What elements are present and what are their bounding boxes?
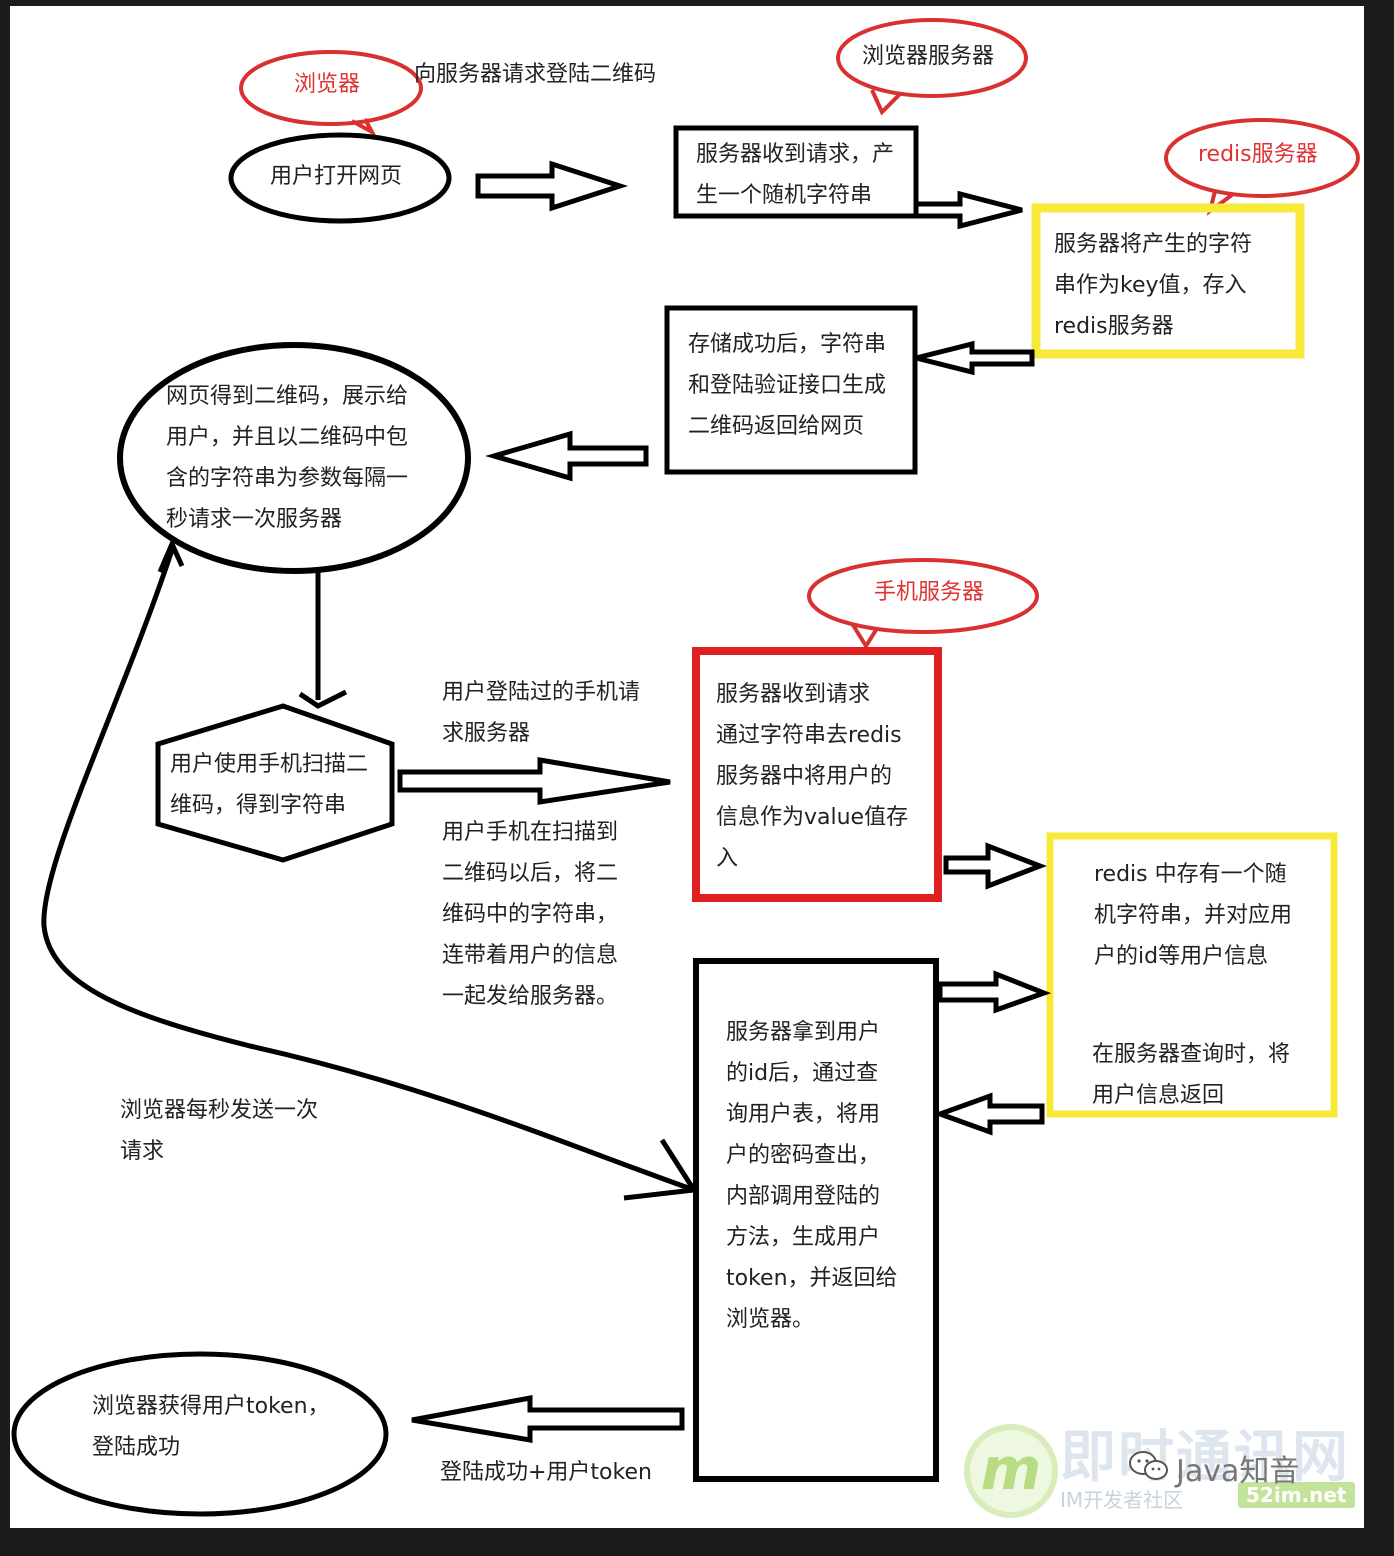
node-browser-token-shape: [11, 1351, 389, 1517]
arrow-scan-to-phone-server: [397, 757, 671, 805]
label-request-qr: 向服务器请求登陆二维码: [414, 62, 657, 87]
wechat-icon: [1128, 1450, 1170, 1482]
label-poll: 浏览器每秒发送一次 请求: [120, 1098, 319, 1164]
node-redis-store: 服务器将产生的字符 串作为key值，存入 redis服务器: [1054, 232, 1253, 339]
diagram-canvas: 浏览器 浏览器服务器 redis服务器 手机服务器 用户打开网页 服务器收到请求…: [10, 6, 1364, 1528]
node-server-login: 服务器拿到用户 的id后，通过查 询用户表，将用 户的密码查出， 内部调用登陆的…: [726, 1020, 898, 1332]
bubble-browser: [239, 50, 423, 138]
bubble-redis-server-label: redis服务器: [1198, 142, 1318, 167]
watermark-wechat: Java知音: [1176, 1454, 1300, 1489]
node-redis-holds: redis 中存有一个随 机字符串，并对应用 户的id等用户信息: [1094, 862, 1293, 969]
arrow-polling-loop: [41, 537, 699, 1201]
node-page-gets-qr: 网页得到二维码，展示给 用户，并且以二维码中包 含的字符串为参数每隔一 秒请求一…: [166, 384, 409, 532]
bubble-browser-server: [836, 18, 1028, 116]
node-scan-qr: 用户使用手机扫描二 维码，得到字符串: [170, 752, 369, 818]
node-server-login-shape: [693, 958, 939, 1482]
node-open-page-shape: [228, 132, 452, 224]
node-redis-store-shape: [1031, 203, 1305, 359]
arrow-login-to-browser: [411, 1394, 685, 1443]
node-phone-server: 服务器收到请求 通过字符串去redis 服务器中将用户的 信息作为value值存…: [716, 682, 909, 871]
arrow-store-to-page: [485, 430, 649, 482]
watermark-domain: 52im.net: [1238, 1482, 1355, 1508]
flow-diagram: [11, 18, 1360, 1517]
arrow-open-to-receive: [475, 160, 629, 212]
watermark-logo: m: [964, 1424, 1058, 1518]
watermark-site-name: 即时通讯网: [1060, 1425, 1350, 1490]
label-phone-send: 用户手机在扫描到 二维码以后，将二 维码中的字符串， 连带着用户的信息 一起发给…: [442, 820, 619, 1009]
watermark-sub: IM开发者社区: [1060, 1488, 1184, 1512]
bubble-browser-label: 浏览器: [294, 72, 361, 97]
node-scan-qr-shape: [155, 703, 395, 863]
node-redis-holds-shape: [1046, 832, 1338, 1118]
label-login-success: 登陆成功+用户token: [440, 1460, 652, 1485]
arrow-receive-to-redis: [913, 190, 1023, 230]
label-phone-request: 用户登陆过的手机请 求服务器: [442, 680, 641, 746]
node-store-success-shape: [664, 305, 918, 475]
arrow-phone-server-to-redis: [943, 842, 1047, 890]
arrow-redis-to-store: [915, 340, 1035, 376]
node-browser-token: 浏览器获得用户token， 登陆成功: [92, 1394, 330, 1460]
arrow-login-to-redis: [937, 970, 1052, 1014]
node-phone-server-shape: [692, 647, 942, 902]
node-store-success: 存储成功后，字符串 和登陆验证接口生成 二维码返回给网页: [688, 332, 887, 439]
node-page-gets-qr-shape: [117, 342, 471, 574]
bubble-browser-server-label: 浏览器服务器: [862, 44, 995, 69]
bubble-phone-server-label: 手机服务器: [874, 580, 985, 605]
arrow-redis-to-login: [932, 1092, 1045, 1136]
node-server-receive: 服务器收到请求，产 生一个随机字符串: [696, 142, 895, 208]
node-open-page: 用户打开网页: [270, 164, 403, 189]
bubble-phone-server: [807, 558, 1039, 650]
node-server-receive-shape: [673, 125, 919, 219]
arrow-page-to-scan: [298, 572, 348, 709]
node-redis-return: 在服务器查询时，将 用户信息返回: [1092, 1042, 1291, 1108]
